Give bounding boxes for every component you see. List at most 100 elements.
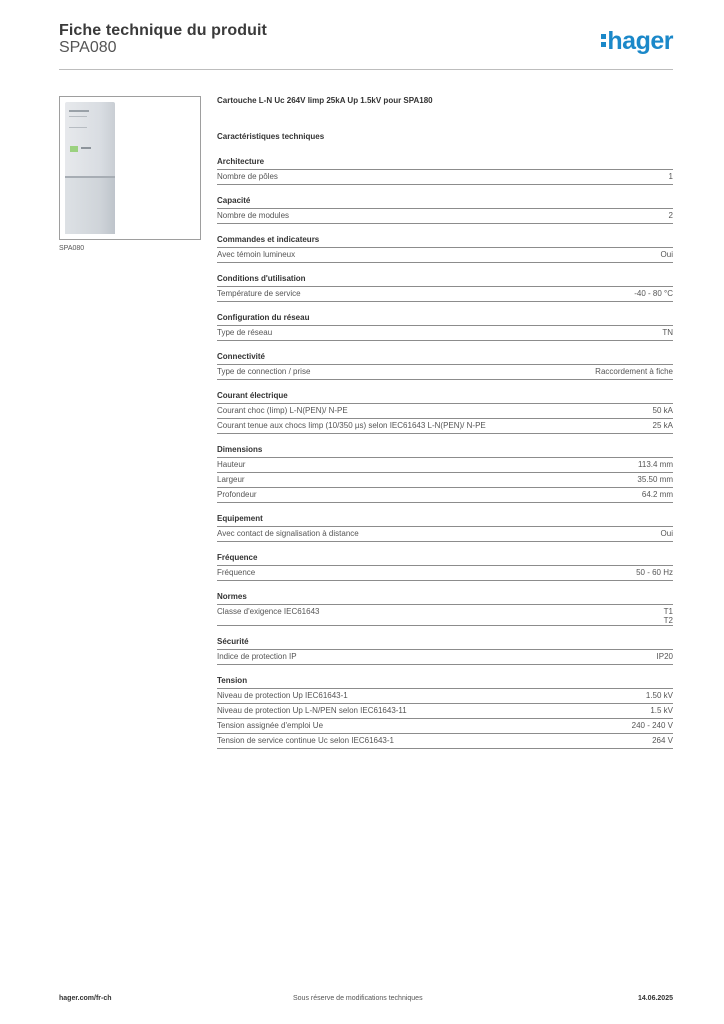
spec-row: Courant tenue aux chocs Iimp (10/350 µs)… [217,419,673,434]
spec-row: Fréquence 50 - 60 Hz [217,566,673,581]
spec-value: 113.4 mm [638,460,673,469]
page-header: Fiche technique du produit SPA080 hager [59,22,673,70]
spec-row: Hauteur 113.4 mm [217,458,673,473]
spec-group-title: Dimensions [217,445,673,458]
spec-label: Température de service [217,289,301,298]
spec-row: Température de service -40 - 80 °C [217,287,673,302]
spec-label: Hauteur [217,460,246,469]
spec-value: Oui [660,250,673,259]
spec-value: IP20 [656,652,673,661]
product-specifications: Cartouche L-N Uc 264V Iimp 25kA Up 1.5kV… [217,96,673,760]
spec-label: Fréquence [217,568,256,577]
spec-row: Type de connection / prise Raccordement à… [217,365,673,380]
spec-group-title: Equipement [217,514,673,527]
spec-group-title: Configuration du réseau [217,313,673,326]
spec-label: Type de connection / prise [217,367,311,376]
footer-website: hager.com/fr-ch [59,995,112,1002]
spec-group-title: Capacité [217,196,673,209]
spec-value: -40 - 80 °C [634,289,673,298]
spec-row: Profondeur 64.2 mm [217,488,673,503]
section-title: Caractéristiques techniques [217,132,325,141]
spec-label: Nombre de pôles [217,172,278,181]
spec-row: Largeur 35.50 mm [217,473,673,488]
spec-row: Niveau de protection Up L-N/PEN selon IE… [217,704,673,719]
spec-label: Type de réseau [217,328,273,337]
footer-date: 14.06.2025 [637,995,673,1002]
document-title: Fiche technique du produit [59,22,267,39]
spec-label: Classe d'exigence IEC61643 [217,607,320,616]
spec-value: 50 - 60 Hz [636,568,673,577]
spec-label: Nombre de modules [217,211,290,220]
spec-label: Niveau de protection Up L-N/PEN selon IE… [217,706,407,715]
spec-value: 1 [668,172,673,181]
logo-text: hager [607,27,673,55]
spec-label: Tension assignée d'emploi Ue [217,721,324,730]
spec-row: Courant choc (Iimp) L-N(PEN)/ N-PE 50 kA [217,404,673,419]
logo-dots-icon [601,34,607,47]
page-footer: hager.com/fr-ch Sous réserve de modifica… [59,995,673,1007]
spec-value: Oui [660,529,673,538]
spec-group-title: Commandes et indicateurs [217,235,673,248]
spec-group-title: Architecture [217,157,673,170]
spec-row: Avec contact de signalisation à distance… [217,527,673,542]
status-window-icon [70,146,78,152]
spec-label: Largeur [217,475,245,484]
spec-value: T1 T2 [663,607,673,625]
spec-row: Niveau de protection Up IEC61643-1 1.50 k… [217,689,673,704]
product-reference: SPA080 [59,39,117,56]
spec-value: 35.50 mm [637,475,673,484]
spec-group-title: Conditions d'utilisation [217,274,673,287]
spec-group-title: Courant électrique [217,391,673,404]
spec-value: Raccordement à fiche [595,367,673,376]
spec-label: Profondeur [217,490,257,499]
spec-label: Tension de service continue Uc selon IEC… [217,736,394,745]
spec-row: Tension assignée d'emploi Ue 240 - 240 V [217,719,673,734]
spec-value: 1.5 kV [650,706,673,715]
spec-value: 1.50 kV [645,691,673,700]
spec-label: Avec contact de signalisation à distance [217,529,359,538]
product-image-caption: SPA080 [59,245,85,252]
spec-group-title: Tension [217,676,673,689]
spec-value: 25 kA [652,421,673,430]
spec-value: 50 kA [652,406,673,415]
surge-arrester-cartridge-image [65,102,115,234]
spec-label: Niveau de protection Up IEC61643-1 [217,691,348,700]
product-image [59,96,201,240]
spec-group-title: Connectivité [217,352,673,365]
spec-value: 240 - 240 V [631,721,673,730]
spec-row: Nombre de modules 2 [217,209,673,224]
product-title: Cartouche L-N Uc 264V Iimp 25kA Up 1.5kV… [217,96,433,105]
spec-value: 264 V [652,736,673,745]
spec-value: 2 [668,211,673,220]
footer-notice: Sous réserve de modifications techniques [293,995,423,1002]
spec-label: Courant choc (Iimp) L-N(PEN)/ N-PE [217,406,348,415]
spec-group-title: Sécurité [217,637,673,650]
spec-value: TN [662,328,673,337]
spec-label: Avec témoin lumineux [217,250,296,259]
spec-value: 64.2 mm [641,490,673,499]
spec-label: Courant tenue aux chocs Iimp (10/350 µs)… [217,421,486,430]
spec-row: Indice de protection IP IP20 [217,650,673,665]
spec-label: Indice de protection IP [217,652,297,661]
spec-group-title: Normes [217,592,673,605]
spec-row: Avec témoin lumineux Oui [217,248,673,263]
spec-row: Type de réseau TN [217,326,673,341]
spec-row: Classe d'exigence IEC61643 T1 T2 [217,605,673,626]
spec-row: Tension de service continue Uc selon IEC… [217,734,673,749]
hager-logo: hager [601,27,673,56]
spec-group-title: Fréquence [217,553,673,566]
